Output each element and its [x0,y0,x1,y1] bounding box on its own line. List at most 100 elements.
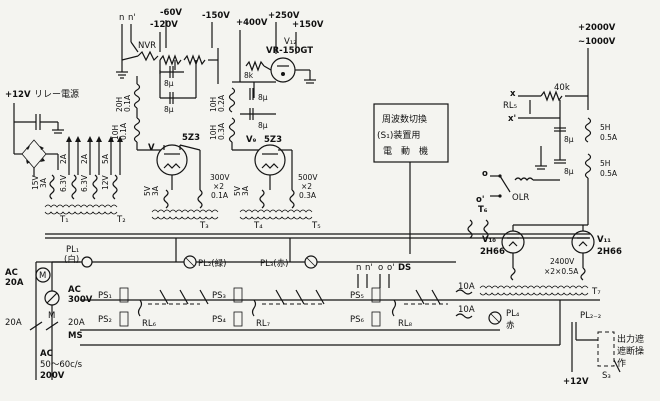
rl8-label: RL₈ [398,319,413,329]
pl4-label: PL₄ [506,309,520,319]
w63b: 2A [59,153,68,164]
np-label-bottom: n' [365,263,373,273]
volt-400v: +400V [236,18,268,28]
transformer-t4-t5: 5V 3A 500V ×2 0.3A T₄ T₅ [233,149,321,231]
t5-label: T₅ [311,221,321,231]
ps6-label: PS₆ [350,315,365,325]
ac-20a-a: AC [5,268,18,278]
cap-8u-f: 8μ [564,167,574,176]
cap-8u-e: 8μ [564,135,574,144]
w3a3: 3A [241,185,250,196]
bus-lines [45,233,600,346]
tube-5z3-right: V₉ 5Z3 [246,135,286,190]
pilot-lamps: PL₂(緑) PL₃(赤) [183,255,318,269]
pl22-label: PL₂₋₂ [580,311,601,321]
choke-5h-a: 5H [600,123,610,132]
relay-group-2: PS₃ PS₄ RL₇ [212,287,325,329]
n-label-top: n [119,13,124,23]
rl5-label: RL₅ [503,101,517,111]
volt-150v-pos: +150V [292,20,324,30]
volt-120v: -120V [150,20,178,30]
t4-label: T₄ [253,221,263,231]
olr-label: OLR [512,193,529,203]
volt-12v-bottom: +12V [563,377,589,387]
volt-150v-neg: -150V [202,11,230,21]
w3a2: 3A [151,185,160,196]
tube-v-left [156,144,188,176]
volt-2000v: +2000V [578,23,616,33]
ctrl-text-2: 遮断操 [617,345,644,357]
tube-v9-type: 5Z3 [264,135,282,145]
tube-v10-label: V₁₀ [482,235,496,245]
relay-group-1: PS₁ PS₂ RL₆ [98,287,209,329]
w2400v: 2400V [550,257,575,266]
choke-05a-a: 0.5A [600,133,618,142]
tube-v-label: V [148,143,155,153]
w63a: 6.3V [59,174,68,192]
tube-v10-type: 2H66 [480,247,505,257]
op-label: o' [476,195,484,205]
choke-02a: 0.2A [217,94,226,112]
ps3-label: PS₃ [212,291,226,301]
o-label-bottom: o [378,263,383,273]
ac-input-section: AC 20A M PL₁ (白) AC 300V M 20A MS 20A AC… [5,245,93,381]
xp-label: x' [508,114,516,124]
olr-section: o o' OLR T₆ [467,169,560,239]
rl6-label: RL₆ [142,319,157,329]
cap-8u-d: 8μ [258,121,268,130]
w500v: 500V [298,173,318,182]
tube-v12-label: V₁₂ [284,37,297,47]
positive-supply-section: +400V +250V +150V VR-150GT V₁₂ 8k 8μ 8μ … [209,11,324,151]
ps5-label: PS₅ [350,291,364,301]
w15v: 15V [31,174,40,190]
x-label: x [510,89,516,99]
pl1-sub: (白) [64,254,79,265]
w2400-sub: ×2×0.5A [544,267,579,276]
w3a: 3A [39,177,48,188]
ps4-label: PS₄ [212,315,227,325]
pl3-label: PL₃(赤) [260,259,288,269]
choke-10h: 10H [111,125,120,140]
relay-power-label: リレー電源 [34,89,79,100]
rl7-label: RL₇ [256,319,271,329]
wx2b: ×2 [301,182,312,191]
ac-input-3: 200V [40,371,65,381]
pl4-sub: 赤 [506,321,515,331]
ctrl-text-1: 出力遮 [617,333,644,345]
frequency-switch-motor-box [373,103,449,163]
cap-8u-c: 8μ [258,93,268,102]
w300v: 300V [210,173,230,182]
w12v: 12V [101,174,110,190]
choke-03a: 0.3A [217,122,226,140]
ac-input-1: AC [40,349,53,359]
choke-01a-b: 0.1A [119,122,128,140]
choke-5h-b: 5H [600,159,610,168]
output-cutoff-switch-box [597,331,615,367]
cap-8u-b: 8μ [164,105,174,114]
ctrl-text-3: 作 [617,357,626,369]
volt-60v: -60V [160,8,182,18]
negative-supply-section: n n' -60V -120V -150V NVR 8μ 8μ [111,8,230,151]
a20-label-b: 20A [5,318,22,328]
relay-group-3: n n' o o' DS PS₅ PS₆ RL₈ [350,263,448,329]
hv-rectifier-tubes: V₁₀ 2H66 V₁₁ 2H66 2400V ×2×0.5A T₇ [479,224,622,297]
tube-v11-type: 2H66 [597,247,622,257]
choke-20h: 20H [115,97,124,112]
ds-label: DS [398,263,411,273]
ac-input-2: 50～60c/s [40,360,83,370]
transformer-t1-t2: 15V 3A 6.3V 2A 6.3V 2A 12V 5A T₁ T₂ [31,136,126,225]
choke-01a: 0.1A [123,94,132,112]
volt-250v: +250V [268,11,300,21]
motor-box-line1: 周波数切換 [382,113,427,125]
fuse-10a-a: 10A [458,282,475,292]
fuse-and-pl4: 10A 10A PL₄ 赤 [455,282,561,345]
w5a: 5A [101,153,110,164]
motor-unit: 周波数切換 (S₁)装置用 電 動 機 [373,103,449,254]
tube-5z3-left: V 5Z3 [148,133,200,190]
volt-12v-top: +12V [5,90,31,100]
tube-v-type: 5Z3 [182,133,200,143]
a20-label: 20A [68,318,85,328]
bridge-rectifier [21,139,47,169]
